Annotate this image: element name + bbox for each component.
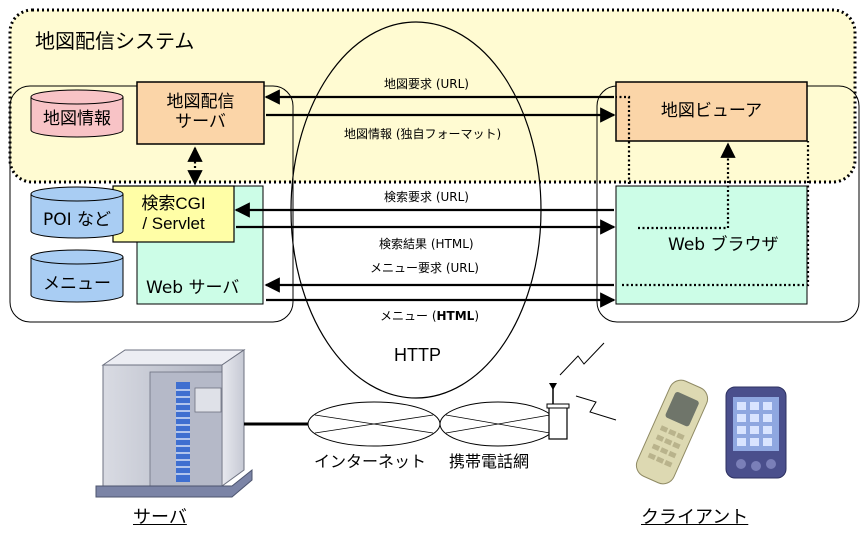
search-cgi-label-line1: 検索CGI: [141, 194, 206, 214]
web-server-label: Web サーバ: [146, 278, 240, 298]
radio-wave-1: [559, 342, 605, 376]
map-server-label: 地図配信 サーバ: [137, 82, 264, 144]
map-info-db-label: 地図情報: [43, 108, 111, 129]
map-server-label-line2: サーバ: [175, 112, 226, 132]
menu-label-suffix: ): [474, 309, 480, 323]
menu-label-html: HTML: [436, 309, 475, 323]
antenna-icon: [546, 383, 570, 440]
menu-db-icon: [30, 249, 124, 303]
viewer-link-1: [616, 95, 631, 184]
mobile-network-cloud: [439, 401, 557, 447]
pda-icon: [725, 386, 787, 479]
viewer-link-2: [638, 142, 736, 230]
map-viewer-box: [615, 81, 808, 142]
viewer-link-3: [622, 141, 810, 287]
map-request-label: 地図要求 (URL): [384, 77, 469, 91]
search-cgi-label: 検索CGI / Servlet: [113, 186, 234, 242]
search-result-label: 検索結果 (HTML): [379, 237, 474, 251]
system-label: 地図配信システム: [35, 29, 195, 53]
internet-cloud: [307, 401, 441, 447]
menu-label: メニュー (HTML): [380, 310, 479, 322]
http-label: HTTP: [394, 345, 441, 365]
search-cgi-label-line2: / Servlet: [142, 214, 205, 233]
menu-request-label: メニュー要求 (URL): [370, 261, 479, 275]
client-caption: クライアント: [641, 507, 749, 528]
web-browser-label: Web ブラウザ: [668, 235, 779, 255]
poi-db-icon: [30, 186, 124, 239]
radio-wave-2: [575, 395, 617, 421]
server-caption: サーバ: [133, 507, 187, 528]
map-viewer-label: 地図ビューア: [660, 100, 763, 121]
map-info-db-icon: [30, 89, 124, 138]
mobile-network-label: 携帯電話網: [449, 452, 530, 471]
map-info-label: 地図情報 (独自フォーマット): [344, 127, 502, 141]
poi-db-label: POI など: [42, 209, 112, 230]
internet-label: インターネット: [314, 452, 427, 471]
menu-label-prefix: メニュー (: [380, 309, 437, 323]
server-tower-icon: [95, 349, 253, 498]
mobile-phone-icon: [635, 379, 709, 485]
search-request-label: 検索要求 (URL): [384, 190, 469, 204]
menu-db-label: メニュー: [43, 273, 111, 294]
map-server-label-line1: 地図配信: [166, 92, 235, 113]
map-server-box: [136, 81, 265, 145]
